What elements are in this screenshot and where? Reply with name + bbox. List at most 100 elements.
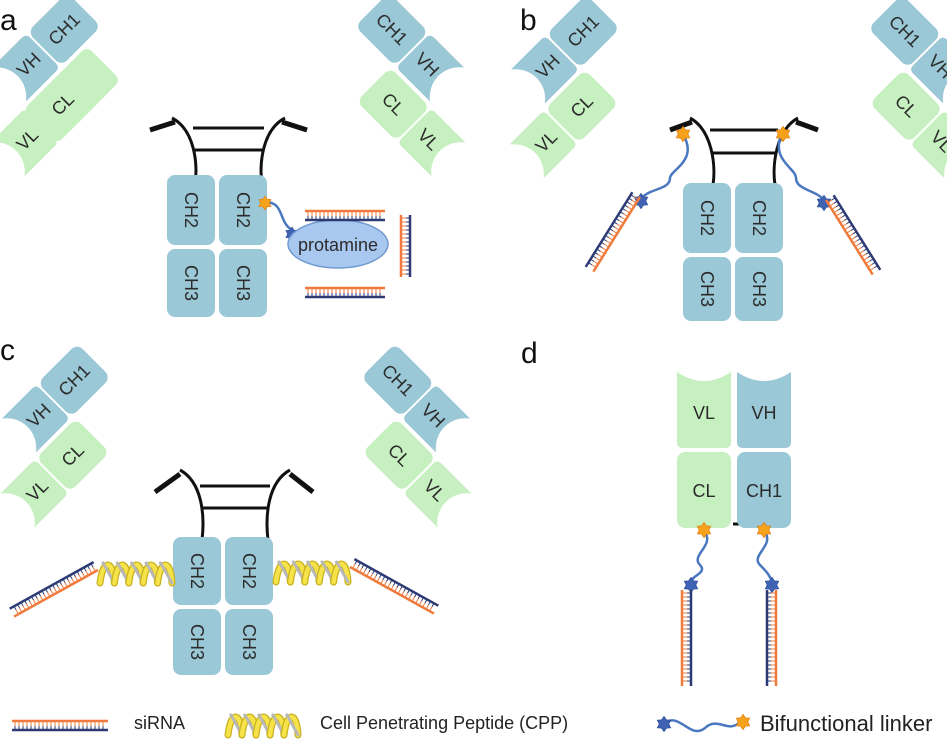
ch1-domain [358,0,426,63]
star-icon [656,715,672,733]
ch1-domain [40,346,108,414]
ch3-label-right: CH3 [749,271,769,307]
bifunctional-linker-a [258,195,299,242]
ch3-domain-right [219,249,267,317]
ch2-label-left: CH2 [181,192,201,228]
ch3-domain-right [735,257,783,321]
protamine-label: protamine [298,235,378,255]
ch1-domain [364,346,432,414]
ch1-domain [871,0,939,65]
vh-domain [404,386,470,453]
fab-arm-right-a: VH CH1 VL CL [358,0,466,177]
ch3-domain-right [225,609,273,675]
light-chain-d: VL CL [677,372,731,528]
ch2-domain-right [219,175,267,245]
cpp-helix-c-left [96,561,176,587]
vl-domain [0,461,67,528]
bifunctional-linker-d-right [756,521,780,594]
sirna-a-bottom [305,286,385,299]
legend-cpp-icon [224,713,302,739]
panel-c-letter: c [0,334,15,367]
cpp-helix-c-right [272,560,352,586]
vl-domain [912,112,947,179]
vh-domain [737,372,791,448]
ch2-label-right: CH2 [233,192,253,228]
sirna-b-left [584,191,642,273]
hinge-b [669,116,819,186]
ch3-domain-left [173,609,221,675]
vl-domain [509,112,576,179]
cl-domain [29,70,97,138]
heavy-chain-d: VH CH1 [737,372,791,528]
legend-sirna-label: siRNA [134,713,185,733]
bifunctional-linker-b-right [775,125,832,212]
vl-domain [0,110,57,177]
panel-d-letter: d [521,337,538,370]
sirna-b-right [824,194,882,276]
ch1-domain [30,0,98,63]
vl-domain [405,461,472,528]
panel-d: d VL CL VH CH1 [521,337,791,686]
fc-region-a: CH2 CH2 CH3 CH3 [167,175,267,317]
fab-arm-right-c: VH CH1 VL CL [364,346,472,528]
vh-domain [0,35,58,102]
vh-domain [511,37,577,104]
legend-cpp-label: Cell Penetrating Peptide (CPP) [320,713,568,733]
ch3-label-left: CH3 [187,624,207,660]
vh-domain [398,35,464,102]
panel-b-letter: b [520,4,537,37]
ch3-label-right: CH3 [239,624,259,660]
ch3-label-right: CH3 [233,265,253,301]
legend: siRNA Cell Penetrating Peptide (CPP) Bif… [12,711,932,739]
ch3-domain-left [167,249,215,317]
vh-label: VH [751,403,776,423]
star-icon [735,713,751,731]
ch2-domain-right [735,183,783,253]
sirna-d-left [680,590,693,686]
sirna-d-right [765,590,778,686]
cl-domain [359,70,427,138]
panel-a: a VH CH1 VL CL [0,0,466,317]
sirna-a-top [305,209,385,222]
ch2-label-right: CH2 [749,200,769,236]
ch3-label-left: CH3 [697,271,717,307]
ch1-domain [549,0,617,65]
fab-arm-left-a: VH CH1 VL CL [0,0,118,177]
fab-arm-left-b: VH CH1 VL CL [509,0,617,179]
fc-region-b: CH2 CH2 CH3 CH3 [683,183,783,321]
fab-arm-left-c: VH CH1 VL CL [0,346,108,528]
ch2-label-left: CH2 [187,553,207,589]
ch2-label-left: CH2 [697,200,717,236]
sirna-c-right [349,558,439,615]
bifunctional-linker-d-left [683,521,712,594]
legend-linker-label: Bifunctional linker [760,711,932,736]
hinge-a [149,116,308,185]
sirna-c-left [9,561,99,618]
cl-domain [548,72,616,140]
ch2-label-right: CH2 [239,553,259,589]
ch1-domain [737,452,791,528]
fab-arm-right-b: VH CH1 VL CL [871,0,947,179]
ch3-domain-left [683,257,731,321]
cl-domain [39,421,107,489]
panel-a-letter: a [0,4,17,37]
vh-domain [2,386,68,453]
cl-label: CL [692,481,715,501]
panel-b: b VH CH1 VL CL VH CH1 VL C [509,0,947,321]
cl-domain [365,421,433,489]
vl-domain [399,110,466,177]
legend-sirna-icon [12,719,108,732]
cl-domain [677,452,731,528]
cl-domain [872,72,940,140]
fc-region-c: CH2 CH2 CH3 CH3 [173,537,273,675]
ch2-domain-left [167,175,215,245]
legend-linker-icon [656,713,751,733]
ch2-domain-left [173,537,221,605]
ch2-domain-right [225,537,273,605]
hinge-c [153,468,315,541]
panel-c: c VH CH1 VL CL VH CH1 VL C [0,334,472,675]
vh-domain [911,37,947,104]
sirna-a-right [399,215,412,277]
vl-domain [677,372,731,448]
